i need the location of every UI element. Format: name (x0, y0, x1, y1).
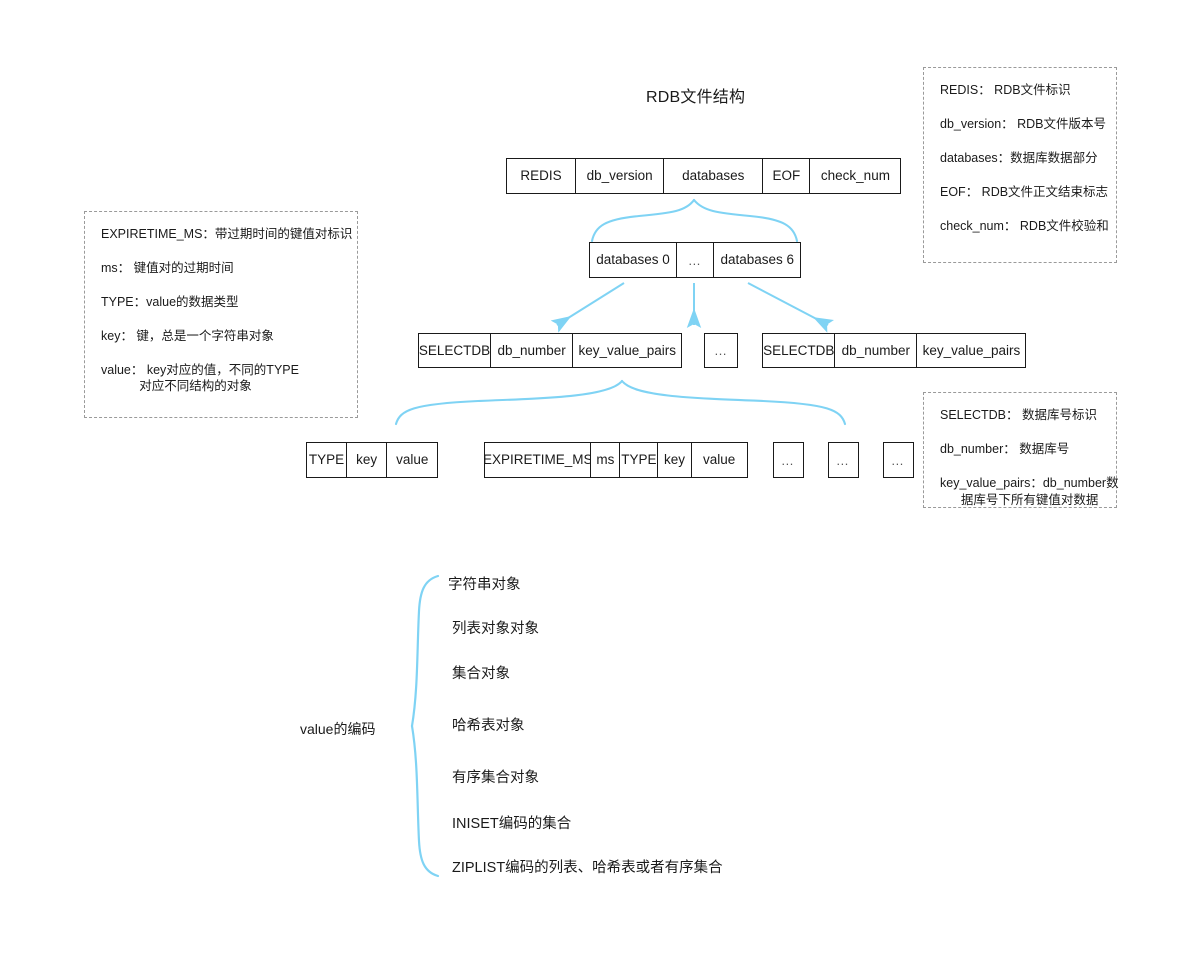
keyvalue-cell-label: TYPE (308, 452, 345, 468)
databases-cell: databases 0 (589, 242, 677, 278)
databases-cell: databases 6 (713, 242, 802, 278)
keyvalue-cell-label: EXPIRETIME_MS (482, 452, 593, 468)
selectdb-cell-label: SELECTDB (763, 342, 835, 358)
keyvalue-cell-label: … (890, 452, 906, 468)
databases-row: databases 0 … databases 6 (589, 242, 802, 278)
keyvalue-cell-label: key (356, 452, 378, 468)
value-encoding-item: 集合对象 (452, 666, 510, 682)
selectdb-cell: db_number (489, 333, 574, 368)
legend-top-right-line: check_num： RDB文件校验和 (940, 218, 1109, 233)
value-encoding-item: INISET编码的集合 (452, 816, 572, 832)
selectdb-cell-label: key_value_pairs (922, 342, 1021, 358)
keyvalue-cell: EXPIRETIME_MS (482, 442, 593, 478)
keyvalue-cell: ms (589, 442, 621, 478)
selectdb-cell-label: … (713, 343, 729, 358)
keyvalue-cell-label: TYPE (621, 452, 657, 468)
keyvalue-group: … (882, 442, 914, 478)
legend-top-right-line: REDIS： RDB文件标识 (940, 83, 1071, 97)
keyvalue-cell: key (345, 442, 388, 478)
value-encoding-item: 哈希表对象 (452, 718, 525, 734)
keyvalue-cell: value (386, 442, 439, 478)
rdb-cell: REDIS (506, 158, 576, 194)
selectdb-group: SELECTDB db_number key_value_pairs (762, 333, 1027, 368)
keyvalue-group: … (772, 442, 804, 478)
legend-left-line: key： 键，总是一个字符串对象 (101, 328, 274, 343)
brace-rdb-to-databases (590, 198, 799, 243)
value-encoding-item: ZIPLIST编码的列表、哈希表或者有序集合 (452, 860, 723, 876)
selectdb-cell: SELECTDB (418, 333, 491, 368)
legend-selectdb-fields: SELECTDB： 数据库号标识 db_number： 数据库号 key_value… (923, 392, 1119, 508)
value-encoding-item: 有序集合对象 (452, 770, 539, 786)
keyvalue-cell: … (882, 442, 914, 478)
value-encoding-label: value的编码 (300, 721, 376, 737)
keyvalue-cell: TYPE (619, 442, 659, 478)
rdb-cell: databases (663, 158, 764, 194)
rdb-cell-label: EOF (772, 168, 801, 184)
legend-left-line: value： key对应的值，不同的TYPE 对应不同结构的对象 (101, 362, 299, 394)
selectdb-cell: key_value_pairs (572, 333, 683, 368)
arrows-databases-to-selectdb (550, 282, 835, 333)
selectdb-cell-label: db_number (497, 342, 566, 358)
legend-bottom-right-line: db_number： 数据库号 (940, 441, 1070, 456)
legend-left-line: ms： 键值对的过期时间 (101, 260, 234, 275)
selectdb-cell-label: SELECTDB (418, 342, 491, 358)
value-encoding-item: 列表对象对象 (452, 621, 539, 637)
selectdb-cell: SELECTDB (762, 333, 836, 368)
keyvalue-cell: value (690, 442, 748, 478)
page-title: RDB文件结构 (646, 89, 746, 106)
keyvalue-group: … (827, 442, 859, 478)
value-encoding-item: 字符串对象 (448, 577, 521, 593)
databases-cell-label: … (687, 252, 703, 268)
legend-bottom-right-line: SELECTDB： 数据库号标识 (940, 408, 1097, 422)
keyvalue-cell-label: ms (596, 452, 615, 468)
legend-expiretime: EXPIRETIME_MS：带过期时间的键值对标识 ms： 键值对的过期时间 TYP… (84, 211, 358, 418)
rdb-cell: db_version (574, 158, 665, 194)
value-encoding-brace-shape (410, 574, 440, 878)
legend-top-right-line: db_version： RDB文件版本号 (940, 116, 1107, 131)
legend-top-right-line: EOF： RDB文件正文结束标志 (940, 184, 1109, 199)
legend-rdb-fields: REDIS： RDB文件标识 db_version： RDB文件版本号 databa… (923, 67, 1117, 263)
keyvalue-cell: key (657, 442, 693, 478)
rdb-cell-label: REDIS (520, 168, 562, 184)
legend-left-line: EXPIRETIME_MS：带过期时间的键值对标识 (101, 227, 353, 241)
keyvalue-cell: … (772, 442, 804, 478)
rdb-cell: EOF (761, 158, 811, 194)
databases-cell: … (675, 242, 715, 278)
rdb-cell: check_num (809, 158, 902, 194)
keyvalue-cell-label: … (780, 452, 796, 468)
keyvalue-cell-label: … (835, 452, 851, 468)
keyvalue-cell-label: value (703, 452, 736, 468)
keyvalue-cell: TYPE (306, 442, 347, 478)
selectdb-cell: key_value_pairs (916, 333, 1027, 368)
selectdb-cell: db_number (833, 333, 918, 368)
selectdb-cell: … (704, 333, 739, 368)
databases-cell-label: databases 0 (596, 252, 670, 268)
selectdb-cell-label: key_value_pairs (578, 342, 676, 358)
selectdb-group: … (704, 333, 739, 368)
rdb-file-structure-row: REDIS db_version databases EOF check_num (506, 158, 902, 194)
keyvalue-cell: … (827, 442, 859, 478)
legend-bottom-right-line: key_value_pairs：db_number数 据库号下所有键值对数据 (940, 475, 1119, 507)
databases-cell-label: databases 6 (720, 252, 794, 268)
brace-selectdb-to-keyvalue (394, 379, 847, 426)
legend-top-right-line: databases：数据库数据部分 (940, 150, 1098, 165)
rdb-cell-label: check_num (820, 168, 890, 184)
selectdb-row: SELECTDB db_number key_value_pairs … SELECTD… (418, 333, 1027, 368)
keyvalue-cell-label: key (664, 452, 686, 468)
selectdb-group: SELECTDB db_number key_value_pairs (418, 333, 683, 368)
legend-left-line: TYPE：value的数据类型 (101, 294, 239, 309)
keyvalue-group: TYPE key value (306, 442, 439, 478)
rdb-cell-label: db_version (586, 168, 653, 184)
rdb-cell-label: databases (682, 168, 745, 184)
selectdb-cell-label: db_number (841, 342, 910, 358)
keyvalue-cell-label: value (396, 452, 429, 468)
